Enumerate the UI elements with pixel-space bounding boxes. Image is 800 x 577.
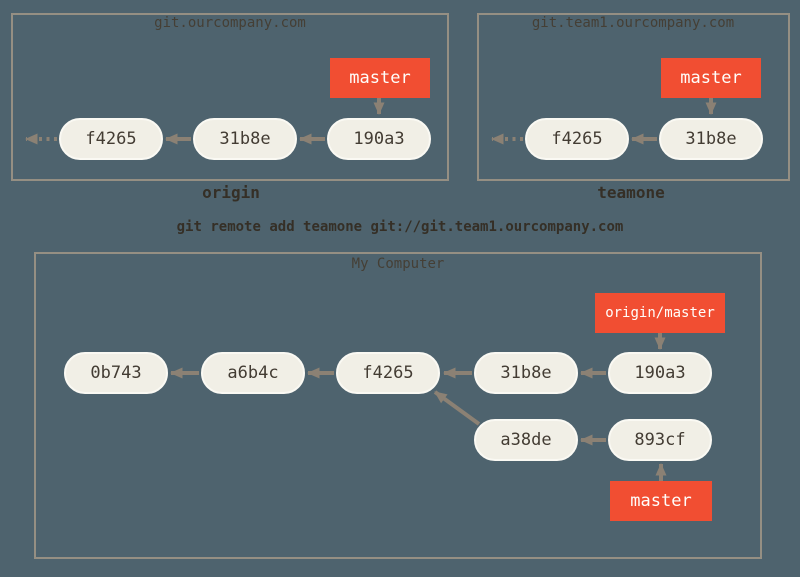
branch-label-master: master <box>330 58 430 98</box>
branch-label-origin-master: origin/master <box>595 293 725 333</box>
remote-origin-title: git.ourcompany.com <box>154 15 306 31</box>
commit-a38de: a38de <box>474 419 578 461</box>
commit-f4265: f4265 <box>525 118 629 160</box>
my-computer-box <box>34 252 762 559</box>
remote-origin-box <box>11 13 449 181</box>
my-computer-title: My Computer <box>351 256 445 272</box>
branch-label-master: master <box>661 58 761 98</box>
remote-teamone-caption: teamone <box>597 183 665 202</box>
commit-f4265: f4265 <box>59 118 163 160</box>
remote-origin-caption: origin <box>202 183 260 202</box>
remote-teamone-title: git.team1.ourcompany.com <box>531 15 735 31</box>
commit-31b8e: 31b8e <box>659 118 763 160</box>
commit-190a3: 190a3 <box>608 352 712 394</box>
commit-f4265: f4265 <box>336 352 440 394</box>
commit-893cf: 893cf <box>608 419 712 461</box>
commit-190a3: 190a3 <box>327 118 431 160</box>
commit-a6b4c: a6b4c <box>201 352 305 394</box>
commit-0b743: 0b743 <box>64 352 168 394</box>
remote-teamone-box <box>477 13 790 181</box>
branch-label-master: master <box>610 481 712 521</box>
commit-31b8e: 31b8e <box>474 352 578 394</box>
commit-31b8e: 31b8e <box>193 118 297 160</box>
git-command-text: git remote add teamone git://git.team1.o… <box>176 219 624 235</box>
